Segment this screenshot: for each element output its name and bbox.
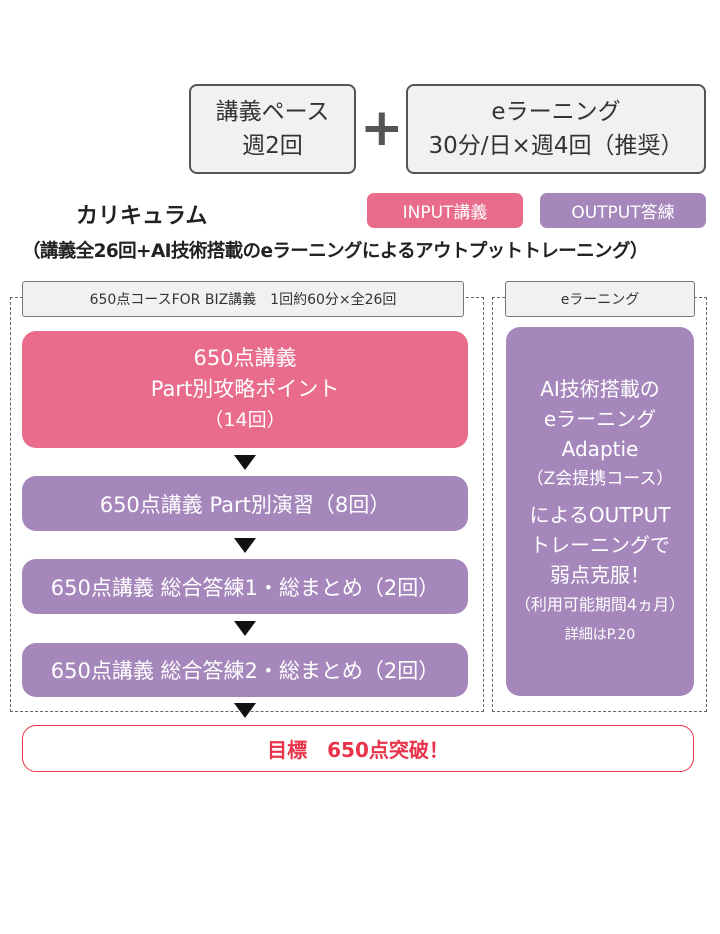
el-line: AI技術搭載の <box>540 376 660 401</box>
el-line: トレーニングで <box>530 532 670 557</box>
course-header: 650点コースFOR BIZ講義 1回約60分×全26回 <box>22 281 464 317</box>
curriculum-subtitle: （講義全26回+AI技術搭載のeラーニングによるアウトプットトレーニング） <box>22 241 648 262</box>
step-part-strategy: 650点講義 Part別攻略ポイント （14回） <box>22 331 468 448</box>
el-line: 弱点克服！ <box>550 562 650 587</box>
step-line: （14回） <box>204 409 286 431</box>
elearning-pace-box: eラーニング 30分/日×週4回（推奨） <box>406 84 706 174</box>
el-line: （利用可能期間4ヵ月） <box>514 594 686 614</box>
el-line: Adaptie <box>561 436 639 461</box>
arrow-down-icon <box>234 621 256 636</box>
el-line: eラーニング <box>543 406 657 431</box>
elearning-card: AI技術搭載の eラーニング Adaptie （Z会提携コース） によるOUTP… <box>506 327 694 696</box>
step-review-1: 650点講義 総合答練1・総まとめ（2回） <box>22 559 468 614</box>
elearning-header: eラーニング <box>505 281 695 317</box>
el-line: によるOUTPUT <box>529 502 671 527</box>
step-review-2: 650点講義 総合答練2・総まとめ（2回） <box>22 643 468 697</box>
step-line: 650点講義 <box>193 346 297 370</box>
lecture-pace-value: 週2回 <box>242 133 303 159</box>
legend-input: INPUT講義 <box>367 193 523 228</box>
goal-box: 目標 650点突破！ <box>22 725 694 772</box>
plus-icon: + <box>360 98 404 158</box>
el-line: （Z会提携コース） <box>526 468 674 489</box>
curriculum-title: カリキュラム <box>76 204 208 229</box>
arrow-down-icon <box>234 455 256 470</box>
step-line: Part別攻略ポイント <box>150 377 340 401</box>
step-part-practice: 650点講義 Part別演習（8回） <box>22 476 468 531</box>
lecture-pace-label: 講義ペース <box>215 99 330 125</box>
legend-output: OUTPUT答練 <box>540 193 706 228</box>
el-line: 詳細はP.20 <box>564 626 636 643</box>
arrow-down-icon <box>234 703 256 718</box>
lecture-pace-box: 講義ペース 週2回 <box>189 84 356 174</box>
elearning-pace-label: eラーニング <box>491 99 621 125</box>
elearning-pace-value: 30分/日×週4回（推奨） <box>428 133 684 159</box>
arrow-down-icon <box>234 538 256 553</box>
